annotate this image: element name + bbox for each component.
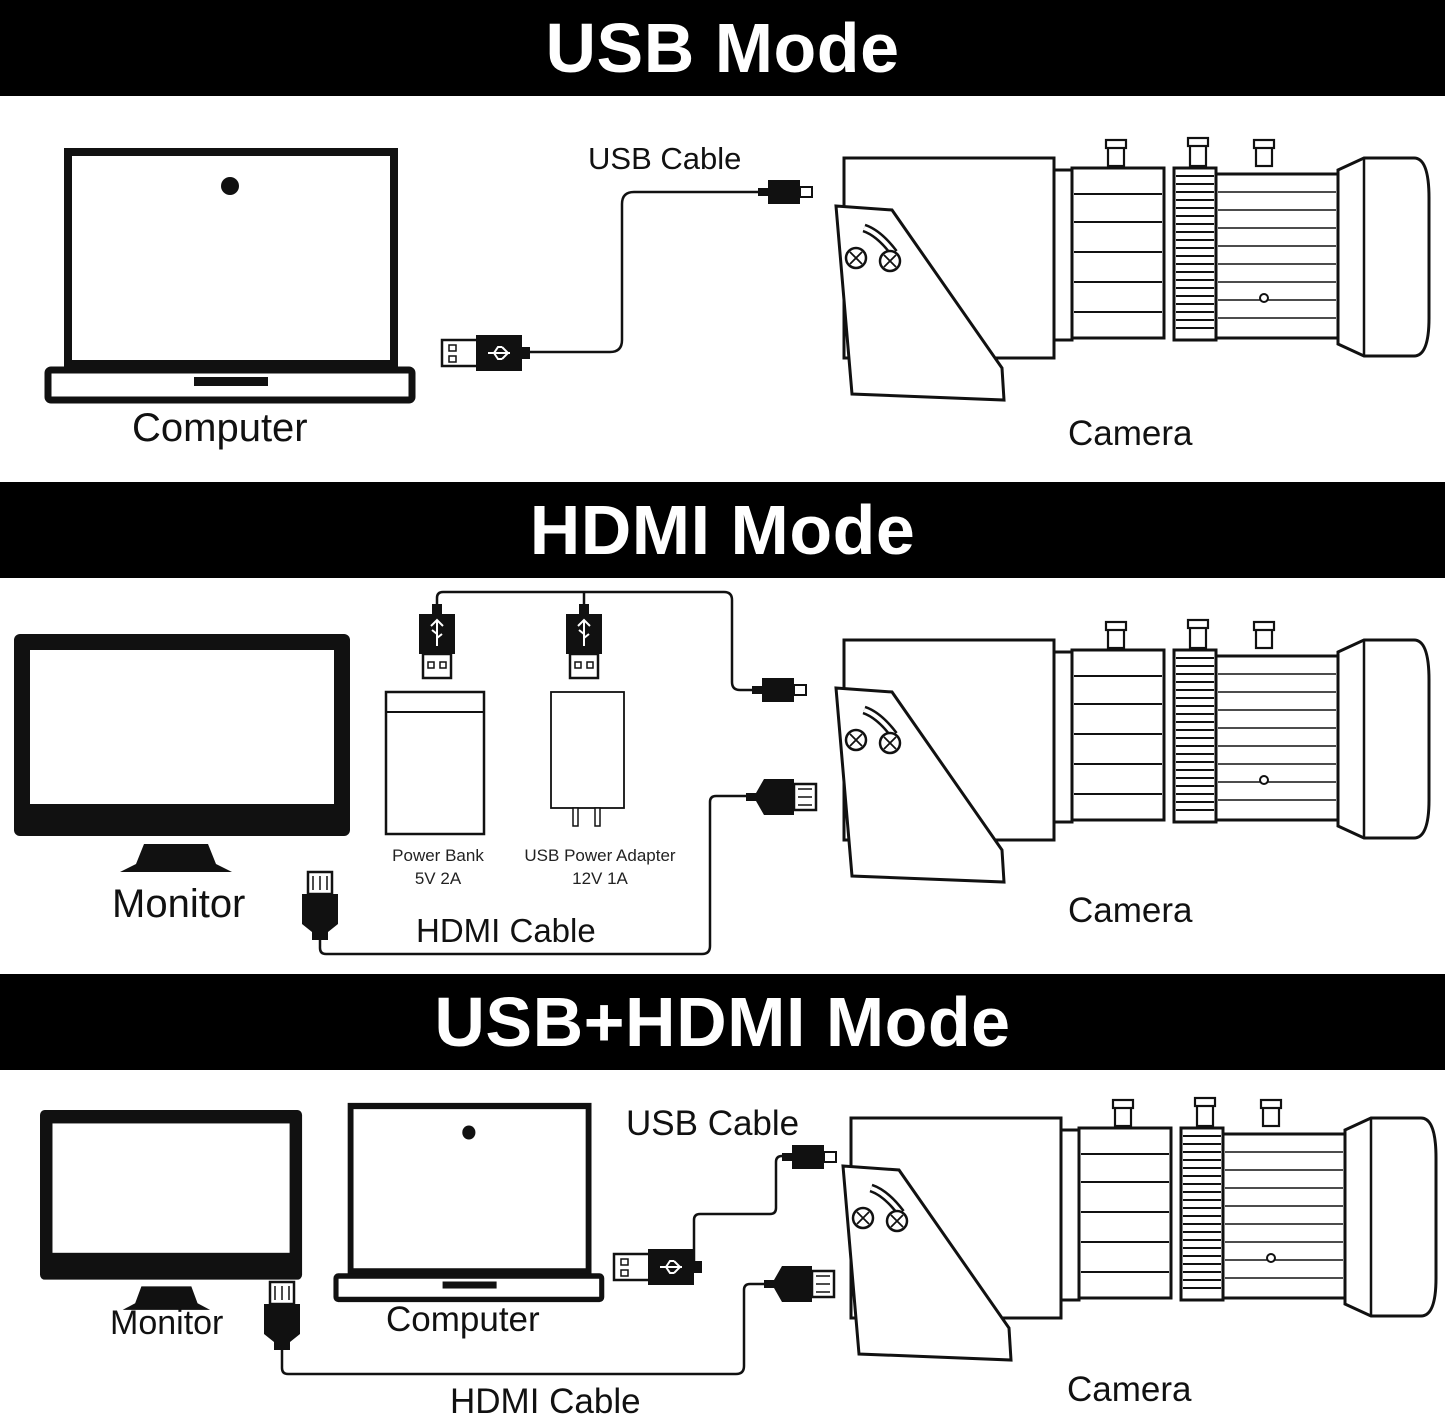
micro-usb-plug-icon: [781, 1144, 837, 1170]
hdmi-cable-line: [280, 1282, 766, 1376]
camera-icon: [843, 1098, 1436, 1360]
usb-a-plug-icon: [564, 602, 604, 680]
hdmi-plug-icon: [762, 1264, 836, 1304]
camera-label: Camera: [1067, 1370, 1192, 1409]
monitor-label: Monitor: [112, 882, 246, 926]
laptop-icon: [336, 1106, 602, 1299]
hdmi-cable-label: HDMI Cable: [416, 912, 596, 949]
micro-usb-plug-icon: [751, 677, 807, 703]
usb-a-plug-icon: [612, 1247, 704, 1287]
monitor-label: Monitor: [110, 1304, 224, 1342]
usb-mode-banner: USB Mode: [0, 0, 1445, 96]
hdmi-mode-banner: HDMI Mode: [0, 482, 1445, 578]
camera-icon: [836, 620, 1429, 882]
camera-label: Camera: [1068, 414, 1193, 453]
micro-usb-plug-icon: [757, 179, 813, 205]
computer-label: Computer: [386, 1300, 540, 1339]
power-adapter-icon: [550, 691, 625, 827]
adapter-spec: 12V 1A: [572, 869, 628, 888]
usb-hdmi-mode-banner: USB+HDMI Mode: [0, 974, 1445, 1070]
usb-a-plug-icon: [417, 602, 457, 680]
computer-label: Computer: [132, 406, 308, 450]
monitor-icon: [14, 634, 350, 872]
camera-icon: [836, 138, 1429, 400]
usb-cable-label: USB Cable: [626, 1104, 800, 1143]
power-bank-icon: [384, 690, 486, 836]
hdmi-plug-icon: [262, 1280, 302, 1352]
hdmi-cable-label: HDMI Cable: [450, 1382, 641, 1421]
adapter-name: USB Power Adapter: [524, 846, 676, 865]
power-bank-name: Power Bank: [392, 846, 484, 865]
power-bank-spec: 5V 2A: [414, 869, 462, 888]
power-bank-label: Power Bank 5V 2A: [378, 844, 498, 890]
usb-a-plug-icon: [440, 333, 532, 373]
monitor-icon: [40, 1110, 303, 1310]
power-cable-line: [435, 590, 758, 692]
hdmi-plug-icon: [744, 777, 818, 817]
hdmi-cable-line: [318, 794, 748, 956]
hdmi-plug-icon: [300, 870, 340, 942]
usb-hdmi-mode-title: USB+HDMI Mode: [434, 983, 1011, 1061]
adapter-label: USB Power Adapter 12V 1A: [510, 844, 690, 890]
usb-cable-label: USB Cable: [588, 141, 742, 176]
usb-mode-title: USB Mode: [545, 9, 900, 87]
hdmi-mode-title: HDMI Mode: [529, 491, 916, 569]
usb-cable-line: [690, 1154, 790, 1270]
camera-label: Camera: [1068, 891, 1193, 930]
laptop-icon: [48, 152, 412, 400]
usb-cable-line: [512, 190, 766, 354]
